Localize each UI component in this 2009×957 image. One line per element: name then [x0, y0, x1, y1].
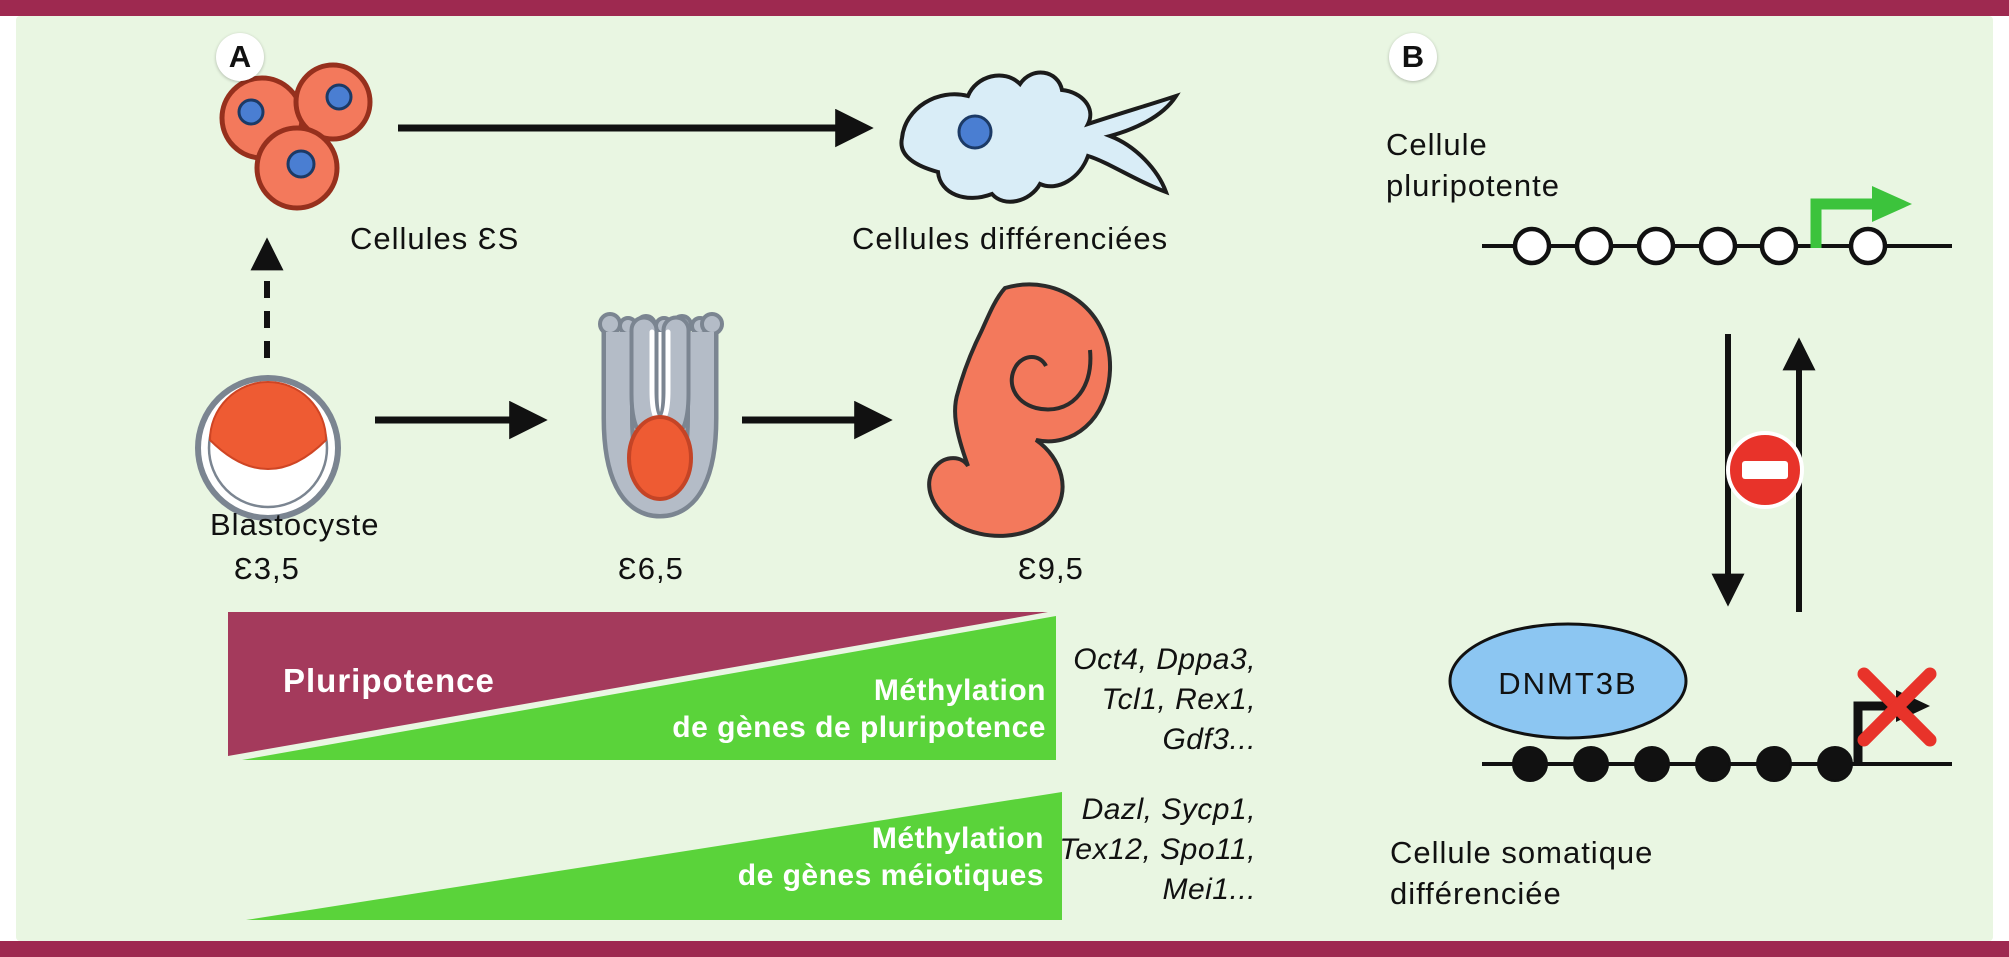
- panel-b-letter: B: [1401, 39, 1425, 74]
- label-pluripotence: Pluripotence: [283, 662, 495, 699]
- label-methylation-pluripotence: Méthylation de gènes de pluripotence: [672, 672, 1046, 746]
- gene-list-item: Dazl, Sycp1,: [1081, 793, 1256, 826]
- gene-list-item: Tex12, Spo11,: [1059, 833, 1256, 866]
- gene-list-item: Mei1...: [1162, 873, 1256, 906]
- cpg-unmethylated: [1574, 226, 1614, 266]
- label-cellules-differenciees: Cellules différenciées: [852, 221, 1169, 256]
- gene-list-item: Tcl1, Rex1,: [1101, 683, 1256, 716]
- bottom-border-bar: [0, 941, 2009, 957]
- dnmt3b-ellipse: [1448, 622, 1688, 740]
- ectoplacental-cone: [598, 312, 724, 336]
- label-meth-pluri-line1: Méthylation: [873, 674, 1046, 707]
- silenced-transcription-arrow: [1853, 701, 1900, 764]
- differentiated-cell: [899, 70, 1181, 204]
- es-cell-nucleus: [325, 83, 353, 111]
- active-transcription-arrow: [1810, 198, 1876, 248]
- wedge-methylation-pluripotency: [242, 616, 1056, 760]
- cpg-unmethylated: [1636, 226, 1676, 266]
- panel-a-badge: A: [216, 33, 264, 81]
- gene-list-item: Oct4, Dppa3,: [1073, 643, 1256, 676]
- label-stage-e35: Ɛ3,5: [234, 551, 300, 586]
- label-dnmt3b: DNMT3B: [1498, 666, 1638, 701]
- label-cellules-es: Cellules ƐS: [350, 221, 520, 256]
- label-stage-e65: Ɛ6,5: [618, 551, 684, 586]
- es-cell-nucleus: [286, 149, 316, 179]
- embryo-e95: [927, 282, 1113, 538]
- cpg-methylated: [1512, 746, 1548, 782]
- active-transcription-arrowhead: [1872, 186, 1912, 222]
- label-cellule-somatique: Cellule somatique différenciée: [1390, 832, 1653, 914]
- panel-b-badge: B: [1389, 33, 1437, 81]
- cpg-unmethylated: [1698, 226, 1738, 266]
- label-cellule-pluripotente: Cellule pluripotente: [1386, 124, 1560, 206]
- cpg-methylated: [1756, 746, 1792, 782]
- gene-list-meiotic: Dazl, Sycp1, Tex12, Spo11, Mei1...: [1059, 790, 1256, 910]
- cpg-unmethylated: [1512, 226, 1552, 266]
- cpg-unmethylated: [1759, 226, 1799, 266]
- cpg-methylated: [1695, 746, 1731, 782]
- es-cell-nucleus: [237, 98, 265, 126]
- gene-list-item: Gdf3...: [1162, 723, 1256, 756]
- es-cell-cluster: [219, 62, 373, 211]
- dna-strand-methylated: [1482, 667, 1952, 782]
- red-cross-blocked-icon: [1857, 667, 1937, 747]
- embryonic-region: [627, 415, 693, 501]
- top-border-bar: [0, 0, 2009, 16]
- wedge-pluripotence: [228, 612, 1048, 756]
- label-methylation-meiotique: Méthylation de gènes méiotiques: [738, 820, 1044, 894]
- label-stage-e95: Ɛ9,5: [1018, 551, 1084, 586]
- label-meth-meio-line2: de gènes méiotiques: [737, 859, 1044, 892]
- label-meth-meio-line1: Méthylation: [871, 822, 1044, 855]
- inner-cell-mass: [208, 381, 328, 470]
- label-meth-pluri-line2: de gènes de pluripotence: [672, 711, 1046, 744]
- label-cellule-pluripotente-line1: Cellule: [1386, 127, 1488, 162]
- cpg-methylated: [1573, 746, 1609, 782]
- dna-strand-unmethylated: [1482, 186, 1952, 266]
- cpg-methylated: [1817, 746, 1853, 782]
- differentiated-cell-nucleus: [957, 114, 993, 150]
- wedge-methylation-meiotic: [246, 792, 1062, 920]
- label-cellule-somatique-line2: différenciée: [1390, 876, 1562, 911]
- label-cellule-somatique-line1: Cellule somatique: [1390, 835, 1654, 870]
- embryo-e65: [598, 312, 724, 519]
- blastocyst: [195, 375, 341, 521]
- cpg-unmethylated: [1848, 226, 1888, 266]
- no-entry-sign: [1726, 431, 1804, 509]
- gene-list-pluripotency: Oct4, Dppa3, Tcl1, Rex1, Gdf3...: [1073, 640, 1256, 760]
- panel-a-letter: A: [228, 39, 252, 74]
- label-blastocyste: Blastocyste: [210, 507, 380, 542]
- cpg-methylated: [1634, 746, 1670, 782]
- label-cellule-pluripotente-line2: pluripotente: [1386, 168, 1561, 203]
